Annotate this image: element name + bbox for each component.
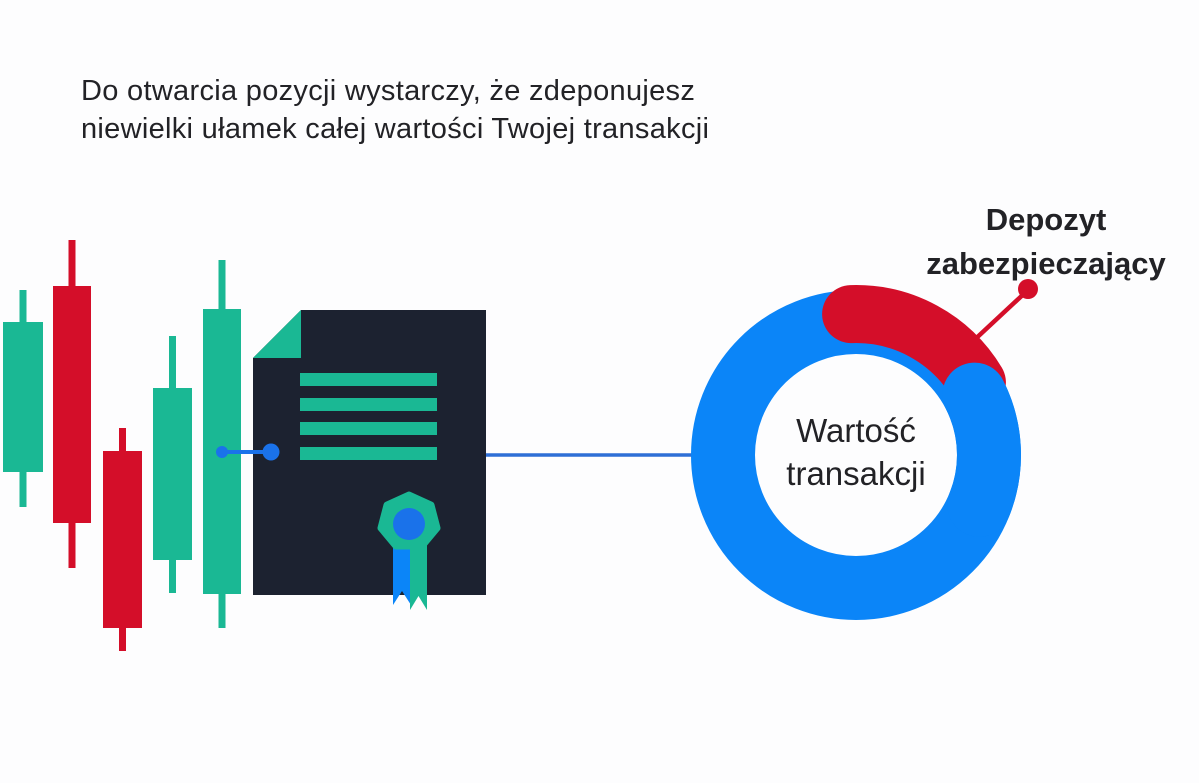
callout-dot-icon xyxy=(1018,279,1038,299)
document-text-line xyxy=(300,447,437,460)
donut-blue-overlap-cap xyxy=(942,362,1021,537)
callout-label-line-2: zabezpieczający xyxy=(926,246,1166,281)
seal-center-dot xyxy=(393,508,425,540)
donut-center-label-line-2: transakcji xyxy=(786,455,926,492)
ribbon-tail-right xyxy=(410,545,427,610)
document-fold-corner-icon xyxy=(253,310,301,358)
candle-body xyxy=(3,322,43,472)
callout-label-line-1: Depozyt xyxy=(985,202,1107,237)
heading-line-2: niewielki ułamek całej wartości Twojej t… xyxy=(81,113,710,145)
connector-left-dot-large xyxy=(262,443,280,461)
candle-body xyxy=(153,388,192,560)
document-text-line xyxy=(300,373,437,386)
donut-center-label-line-1: Wartość xyxy=(796,412,916,449)
connector-left xyxy=(216,443,280,461)
ribbon-tail-left xyxy=(393,545,411,605)
donut-center-label: Wartość transakcji xyxy=(706,409,1006,495)
heading: Do otwarcia pozycji wystarczy, że zdepon… xyxy=(81,72,709,148)
certificate-seal-ribbon-icon xyxy=(377,491,441,610)
heading-line-1: Do otwarcia pozycji wystarczy, że zdepon… xyxy=(81,75,696,107)
candle-body xyxy=(53,286,91,523)
document-text-line xyxy=(300,398,437,411)
connector-left-dot-small xyxy=(216,446,228,458)
document-icon xyxy=(253,310,486,610)
candlestick-chart xyxy=(3,240,241,651)
candle-body xyxy=(103,451,142,628)
callout-label: Depozyt zabezpieczający xyxy=(900,198,1192,286)
document-text-line xyxy=(300,422,437,435)
donut-chart xyxy=(691,285,1021,620)
